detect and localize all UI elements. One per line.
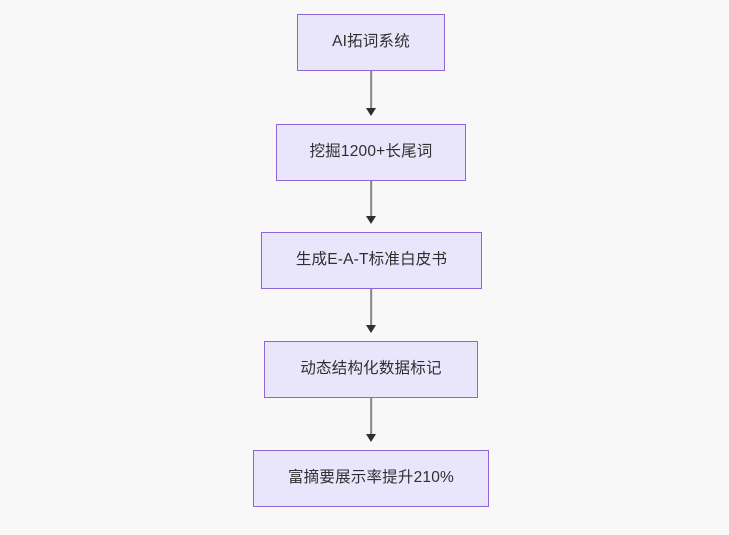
flow-node-label: 挖掘1200+长尾词 [309,143,433,161]
arrowhead-icon [366,325,376,333]
edge-line [370,398,372,435]
flow-node-n3[interactable]: 生成E-A-T标准白皮书 [261,232,482,289]
arrowhead-icon [366,216,376,224]
flow-node-label: 动态结构化数据标记 [300,360,442,378]
arrowhead-icon [366,108,376,116]
flow-node-n5[interactable]: 富摘要展示率提升210% [253,450,489,507]
flow-node-label: 富摘要展示率提升210% [287,469,455,487]
flow-node-n2[interactable]: 挖掘1200+长尾词 [276,124,466,181]
flow-node-label: 生成E-A-T标准白皮书 [295,251,448,269]
edge-line [370,71,372,109]
arrowhead-icon [366,434,376,442]
flow-node-label: AI拓词系统 [332,33,410,51]
edge-line [370,289,372,326]
flow-node-n1[interactable]: AI拓词系统 [297,14,445,71]
flow-node-n4[interactable]: 动态结构化数据标记 [264,341,478,398]
edge-line [370,181,372,217]
